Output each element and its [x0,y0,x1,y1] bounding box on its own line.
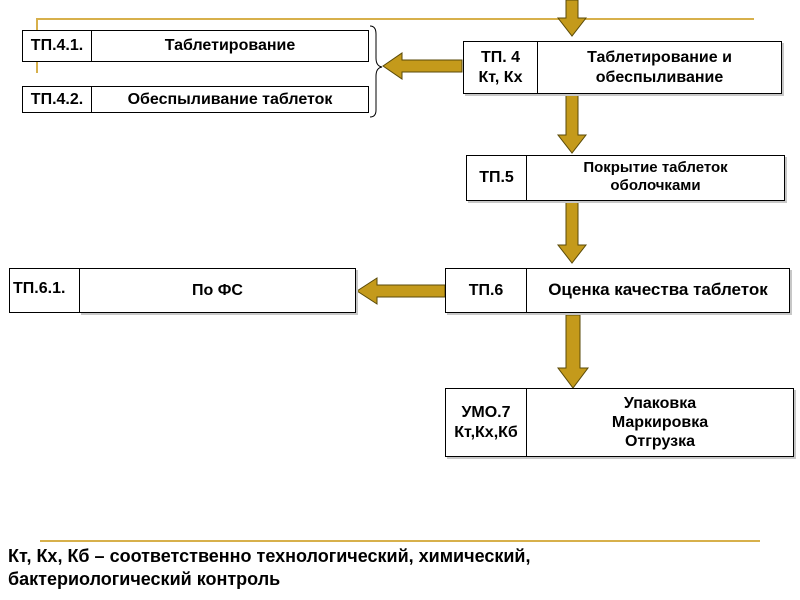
tp4-code-line-1: ТП. 4 [480,49,521,67]
footnote: Кт, Кх, Кб – соответственно технологичес… [8,545,788,592]
footnote-line-1: Кт, Кх, Кб – соответственно технологичес… [8,546,531,566]
umo7-name: Упаковка Маркировка Отгрузка [526,388,794,457]
tp6-1-code: ТП.6.1. [9,268,81,313]
tp6-code: ТП.6 [445,268,527,313]
umo7-name-line-1: Упаковка [623,394,697,412]
arrow-down-tp6-to-umo7 [557,314,589,389]
umo7-code: УМО.7 Кт,Кх,Кб [445,388,527,457]
tp4-code-line-2: Кт, Кх [478,68,523,86]
tp4-1-code-text: ТП.4.1. [30,37,84,55]
tp4-name-line-1: Таблетирование и [587,49,732,67]
arrow-down-tp5-to-tp6 [556,199,588,264]
tp5-code-text: ТП.5 [479,169,514,187]
arrow-down-into-tp4 [556,0,588,37]
arrow-left-tp6-to-tp6-1 [356,277,446,305]
brace [369,25,383,118]
arrow-left-tp4-to-substeps [382,52,463,80]
bottom-rule [40,540,760,542]
top-rule [36,18,754,20]
tp5-name-line-2: оболочками [610,177,701,194]
tp4-2-name: Обеспыливание таблеток [91,86,369,113]
tp6-1-code-text: ТП.6.1. [13,280,66,297]
tp5-code: ТП.5 [466,155,527,201]
tp4-1-name: Таблетирование [91,30,369,62]
umo7-name-line-3: Отгрузка [624,433,696,451]
tp4-2-code-text: ТП.4.2. [30,90,84,108]
footnote-line-2: бактериологический контроль [8,569,281,590]
umo7-code-line-2: Кт,Кх,Кб [454,423,518,441]
tp4-2-name-text: Обеспыливание таблеток [127,90,333,108]
tp4-1-name-text: Таблетирование [164,37,296,55]
tp4-2-code: ТП.4.2. [22,86,92,113]
tp6-1-name-text: По ФС [192,281,243,299]
tp4-1-code: ТП.4.1. [22,30,92,62]
tp6-name-text: Оценка качества таблеток [548,280,768,300]
tp6-1-name: По ФС [79,268,356,313]
arrow-down-tp4-to-tp5 [556,94,588,154]
tp4-name: Таблетирование и обеспыливание [537,41,782,94]
umo7-name-line-2: Маркировка [611,413,709,431]
umo7-code-line-1: УМО.7 [461,404,511,422]
tp5-name: Покрытие таблеток оболочками [526,155,785,201]
tp5-name-line-1: Покрытие таблеток [583,159,728,176]
tp6-name: Оценка качества таблеток [526,268,790,313]
tp4-name-line-2: обеспыливание [595,68,724,86]
tp4-code: ТП. 4 Кт, Кх [463,41,538,94]
tp6-code-text: ТП.6 [468,281,504,299]
